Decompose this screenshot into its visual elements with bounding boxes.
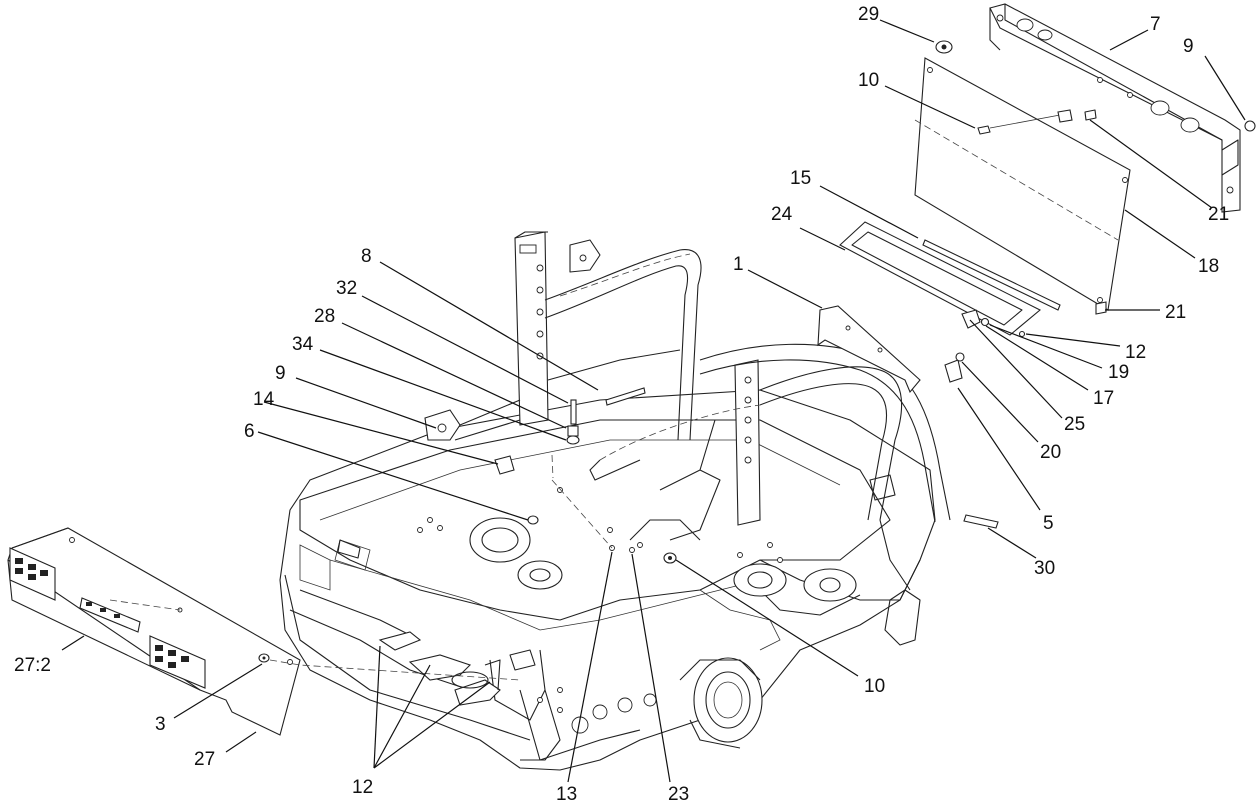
bolt-stack-hardware [494, 387, 677, 564]
leader-lines [61, 19, 1246, 783]
callout-23: 23 [668, 784, 689, 805]
callout-24: 24 [771, 204, 793, 225]
callout-1: 1 [733, 254, 744, 275]
callout-30: 30 [1034, 558, 1055, 579]
callout-29: 29 [858, 4, 879, 25]
decal-frame [839, 221, 1061, 336]
callout-3: 3 [155, 714, 166, 735]
side-panel [7, 527, 521, 736]
callout-6: 6 [244, 421, 255, 442]
callout-9: 9 [1183, 36, 1194, 57]
callout-27: 27 [194, 749, 215, 770]
roll-bar-assembly [424, 231, 951, 646]
control-panel-bracket [989, 3, 1241, 213]
callout-7: 7 [1150, 14, 1161, 35]
callout-18: 18 [1198, 256, 1219, 277]
callout-28: 28 [314, 306, 335, 327]
panel-hardware [935, 40, 1256, 315]
callout-12-right: 12 [1125, 342, 1146, 363]
callout-32: 32 [336, 278, 357, 299]
callout-10: 10 [858, 70, 879, 91]
callout-12-bottom: 12 [352, 777, 373, 798]
callout-labels: 29 7 9 10 21 15 24 18 8 1 21 32 12 28 19… [14, 4, 1229, 805]
callout-13: 13 [556, 784, 577, 805]
callout-21: 21 [1208, 204, 1229, 225]
switch-bracket [817, 305, 1026, 529]
callout-17: 17 [1093, 388, 1114, 409]
main-frame [279, 389, 936, 771]
callout-20: 20 [1040, 442, 1061, 463]
callout-21-lower: 21 [1165, 302, 1186, 323]
callout-10-lower: 10 [864, 676, 885, 697]
callout-34: 34 [292, 334, 314, 355]
callout-14: 14 [253, 389, 275, 410]
callout-19: 19 [1108, 362, 1129, 383]
callout-27-2: 27:2 [14, 655, 51, 676]
callout-9-left: 9 [275, 363, 286, 384]
callout-25: 25 [1064, 414, 1085, 435]
callout-8: 8 [361, 246, 372, 267]
callout-5: 5 [1043, 513, 1054, 534]
callout-15: 15 [790, 168, 811, 189]
